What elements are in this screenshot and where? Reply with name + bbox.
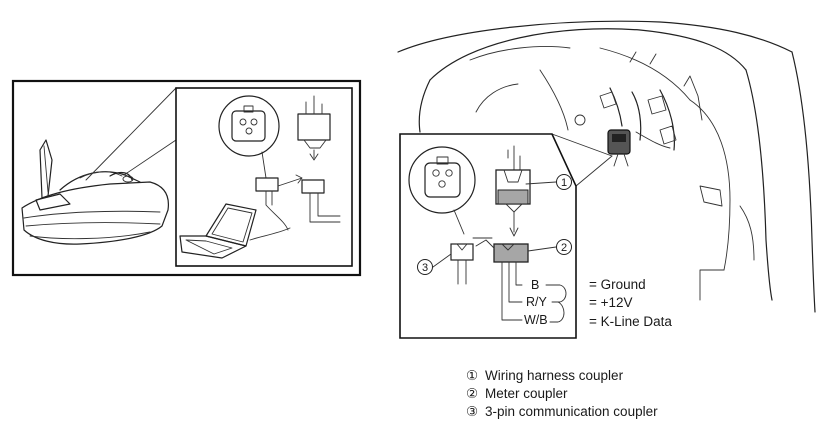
wire-color-plus12v: R/Y [526,295,548,309]
callout-legend-label-3: 3-pin communication coupler [485,404,658,419]
svg-text:3: 3 [422,262,428,274]
engine-compartment-illustration [397,20,816,313]
callout-marker-2: 2 [556,239,572,255]
leader-line [85,87,177,181]
svg-text:2: 2 [561,242,567,254]
wire-meaning-legend: = Ground = +12V = K-Line Data [589,277,672,329]
wiring-harness-coupler [495,145,557,237]
callout-legend-label-2: Meter coupler [485,386,568,401]
wire-meaning-kline: = K-Line Data [589,314,672,329]
overview-inset-frame [175,87,353,267]
overview-panel [11,79,362,277]
leader-line [123,139,177,176]
callout-legend-marker-2: ② [466,386,478,401]
wire-meaning-plus12v: = +12V [589,295,633,310]
wire-color-labels: B R/Y W/B [524,278,567,327]
callout-legend-marker-3: ③ [466,404,478,419]
three-pin-coupler-face [408,146,476,214]
leader-line [551,133,613,157]
connector-detail-panel: B R/Y W/B 1 2 3 [399,133,577,339]
callout-marker-1: 1 [556,174,572,190]
wire-color-kline: W/B [524,313,548,327]
overview-inset-detail [179,95,341,259]
svg-text:1: 1 [561,177,567,189]
callout-marker-3: 3 [417,259,433,275]
meter-coupler [472,237,557,321]
three-pin-communication-coupler [432,209,474,285]
callout-legend: ① Wiring harness coupler ② Meter coupler… [466,368,658,419]
wire-meaning-ground: = Ground [589,277,646,292]
callout-legend-label-1: Wiring harness coupler [485,368,624,383]
wire-color-ground: B [531,278,539,292]
connector-detail-frame [399,133,577,339]
callout-legend-marker-1: ① [466,368,478,383]
leader-line [575,155,613,187]
watercraft-illustration [21,139,170,245]
